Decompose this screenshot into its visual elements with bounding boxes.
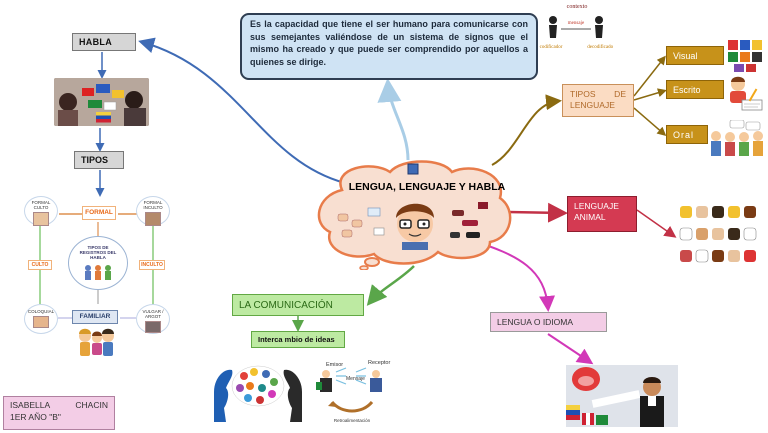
central-title: LENGUA, LENGUAJE Y HABLA xyxy=(348,181,506,193)
culto-label: CULTO xyxy=(28,260,52,270)
link-lenguaje-animal xyxy=(507,202,568,223)
emisor-label: Emisor xyxy=(326,362,343,368)
people-talking-icon xyxy=(711,120,763,156)
venezuela-flag-icon xyxy=(96,112,111,123)
flags-icon xyxy=(566,405,608,425)
author-grade: 1ER AÑO "B" xyxy=(10,412,61,422)
comm-icon-top-word: contexto xyxy=(567,4,588,10)
visual-node[interactable]: Visual xyxy=(666,46,724,65)
comm-icon-left-word: codificador xyxy=(540,45,563,50)
communication-icon: contexto mensaje codificador decodificad… xyxy=(540,4,613,50)
link-escrito xyxy=(633,88,667,101)
tipos-label: TIPOS xyxy=(81,155,109,165)
oral-node[interactable]: Oral xyxy=(666,125,708,144)
link-idioma-picture xyxy=(547,333,594,365)
retroalimentacion-label: Retroalimentación xyxy=(334,418,371,423)
visual-signs-icon xyxy=(728,40,762,72)
writing-child-icon xyxy=(730,76,763,111)
lengua-idioma-label: LENGUA O IDIOMA xyxy=(497,317,574,327)
family-cartoon-icon xyxy=(79,328,114,356)
receptor-label: Receptor xyxy=(368,360,390,366)
vulgar-label: VULGAR / ARGOT xyxy=(142,309,164,319)
people-group-icon xyxy=(85,265,111,280)
registros-diagram: FORMAL CULTO FORMAL INCULTO COLOQUIAL VU… xyxy=(22,192,177,364)
habla-label: HABLA xyxy=(79,37,112,47)
animal-signs-icon xyxy=(679,206,757,263)
author-last-name: CHACIN xyxy=(75,400,108,410)
author-box: ISABELLA CHACIN 1ER AÑO "B" xyxy=(3,396,115,430)
central-cloud xyxy=(317,160,512,270)
lenguaje-animal-node[interactable]: LENGUAJE ANIMAL xyxy=(567,196,637,232)
mensaje-label: Mensaje xyxy=(346,376,365,382)
vulgar-circle: VULGAR / ARGOT xyxy=(136,304,170,334)
comm-icon-right-word: decodificador xyxy=(587,45,613,50)
tipos-lenguaje-label: TIPOS DE LENGUAJE xyxy=(570,89,626,110)
talking-people-photo xyxy=(54,78,149,126)
emisor-receptor-diagram: Emisor Receptor Mensaje Retroalimentació… xyxy=(316,360,390,423)
formal-culto-label: FORMAL CULTO xyxy=(31,200,51,210)
lengua-idioma-node[interactable]: LENGUA O IDIOMA xyxy=(490,312,607,332)
link-habla xyxy=(138,37,346,184)
link-visual xyxy=(633,55,666,97)
definition-box: Es la capacidad que tiene el ser humano … xyxy=(240,13,538,80)
oral-label: Oral xyxy=(673,129,695,140)
link-oral xyxy=(633,107,667,136)
intercambio-node[interactable]: Interca mbio de ideas xyxy=(251,331,345,348)
link-animal-picture xyxy=(636,209,677,238)
comunicacion-label: LA COMUNICACIÓN xyxy=(239,299,333,311)
coloquial-label: COLOQUIAL xyxy=(27,309,55,314)
link-definition xyxy=(377,78,410,161)
registros-center-label: TIPOS DE REGISTROS DEL HABLA xyxy=(79,245,117,260)
comm-icon-mid-word: mensaje xyxy=(568,21,585,26)
link-tipos-lenguaje xyxy=(491,94,562,166)
registros-center: TIPOS DE REGISTROS DEL HABLA xyxy=(68,236,128,290)
comunicacion-node[interactable]: LA COMUNICACIÓN xyxy=(232,294,364,316)
formal-inculto-label: FORMAL INCULTO xyxy=(143,200,163,210)
inculto-label: INCULTO xyxy=(139,260,165,270)
tipos-lenguaje-node[interactable]: TIPOS DE LENGUAJE xyxy=(562,84,634,117)
author-first-name: ISABELLA xyxy=(10,400,51,410)
intercambio-label: Interca mbio de ideas xyxy=(258,335,335,344)
coloquial-circle: COLOQUIAL xyxy=(24,304,58,334)
formal-culto-circle: FORMAL CULTO xyxy=(24,196,58,226)
habla-node[interactable]: HABLA xyxy=(72,33,136,51)
link-comunicacion xyxy=(366,265,415,306)
definition-text: Es la capacidad que tiene el ser humano … xyxy=(250,19,528,67)
boy-face-icon xyxy=(396,203,434,250)
visual-label: Visual xyxy=(673,50,698,61)
idea-exchange-heads-icon xyxy=(214,365,302,422)
tipos-node[interactable]: TIPOS xyxy=(74,151,124,169)
escrito-node[interactable]: Escrito xyxy=(666,80,724,99)
familiar-label: FAMILIAR xyxy=(72,310,118,324)
languages-accent-photo xyxy=(566,365,678,427)
formal-label: FORMAL xyxy=(82,206,116,220)
formal-inculto-circle: FORMAL INCULTO xyxy=(136,196,170,226)
lenguaje-animal-label: LENGUAJE ANIMAL xyxy=(574,201,619,222)
escrito-label: Escrito xyxy=(673,84,701,95)
